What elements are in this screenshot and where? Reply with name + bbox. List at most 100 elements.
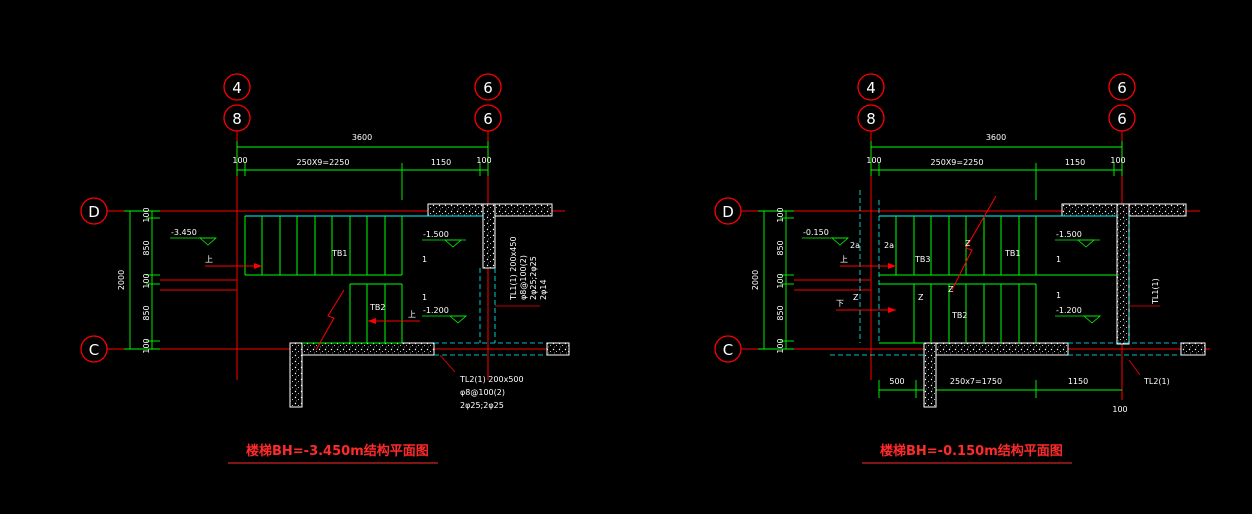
axis-bubble-top-left-outer: 4 bbox=[223, 73, 251, 101]
plan-title-right: 楼梯BH=-0.150m结构平面图 bbox=[880, 443, 1063, 459]
dashed-beam-lines bbox=[434, 268, 547, 356]
svg-text:-1.500: -1.500 bbox=[1056, 230, 1082, 239]
mark-1b: 1 bbox=[1056, 291, 1061, 300]
axis-bubble-side-c: C bbox=[714, 335, 742, 363]
stair-flight-upper bbox=[244, 215, 483, 276]
dim-v-3: 100 bbox=[776, 273, 785, 288]
dim-total: 3600 bbox=[352, 133, 372, 142]
svg-text:8: 8 bbox=[866, 110, 876, 128]
svg-text:φ8@100(2): φ8@100(2) bbox=[460, 388, 505, 397]
svg-text:-0.150: -0.150 bbox=[803, 228, 829, 237]
concrete-walls bbox=[289, 203, 570, 408]
mark-z-3: Z bbox=[965, 239, 971, 248]
dim-bottom-1: 500 bbox=[889, 377, 904, 386]
axis-bubble-side-c: C bbox=[80, 335, 108, 363]
svg-text:-1.500: -1.500 bbox=[423, 230, 449, 239]
dim-bottom-extra: 100 bbox=[1112, 405, 1127, 414]
axis-bubble-side-d: D bbox=[714, 197, 742, 225]
mark-z-2: Z bbox=[918, 293, 924, 302]
dim-bottom-3: 1150 bbox=[1068, 377, 1088, 386]
axis-bubble-top-right-inner: 6 bbox=[1108, 104, 1136, 132]
dim-v-5: 100 bbox=[142, 338, 151, 353]
svg-text:上: 上 bbox=[840, 255, 848, 264]
slab-label-tb2: TB2 bbox=[951, 311, 967, 320]
level-marker-1: -3.450 bbox=[170, 228, 218, 246]
svg-text:C: C bbox=[723, 341, 733, 359]
dim-seg-3: 1150 bbox=[1065, 158, 1085, 167]
dim-v-4: 850 bbox=[776, 305, 785, 320]
dim-total: 3600 bbox=[986, 133, 1006, 142]
beam-note-tl1: TL1(1) 200x450 φ8@100(2) 2φ25;2φ25 2φ14 bbox=[509, 236, 548, 301]
svg-text:TL1(1) 200x450: TL1(1) 200x450 bbox=[509, 236, 518, 301]
svg-text:C: C bbox=[89, 341, 99, 359]
level-marker-3: -1.200 bbox=[422, 306, 468, 324]
dimension-lines bbox=[758, 141, 1123, 398]
dim-seg-1: 100 bbox=[232, 156, 247, 165]
beam-note-tl1: TL1(1) bbox=[1151, 278, 1160, 305]
svg-text:8: 8 bbox=[232, 110, 242, 128]
mark-z-4: Z bbox=[948, 285, 954, 294]
dim-seg-3: 1150 bbox=[431, 158, 451, 167]
level-marker-2: -1.500 bbox=[1055, 230, 1100, 248]
level-marker-1: -0.150 bbox=[802, 228, 850, 246]
break-line bbox=[951, 195, 997, 291]
svg-text:下: 下 bbox=[836, 299, 844, 308]
dim-seg-1: 100 bbox=[866, 156, 881, 165]
leader-tl2 bbox=[439, 354, 456, 373]
svg-text:6: 6 bbox=[1117, 79, 1127, 97]
svg-text:φ8@100(2): φ8@100(2) bbox=[519, 255, 528, 300]
dim-v-2: 850 bbox=[776, 240, 785, 255]
beam-note-tl2: TL2(1) 200x500 φ8@100(2) 2φ25;2φ25 bbox=[459, 375, 524, 410]
svg-text:-3.450: -3.450 bbox=[171, 228, 197, 237]
dim-v-1: 100 bbox=[776, 207, 785, 222]
dim-v-total: 2000 bbox=[117, 270, 126, 290]
dim-v-4: 850 bbox=[142, 305, 151, 320]
leader-tl2 bbox=[1128, 359, 1141, 376]
svg-text:D: D bbox=[88, 203, 100, 221]
dimension-lines bbox=[124, 141, 489, 350]
dim-seg-2: 250X9=2250 bbox=[297, 158, 350, 167]
plan-left: 4 8 6 6 D C bbox=[80, 73, 570, 464]
svg-text:-1.200: -1.200 bbox=[423, 306, 449, 315]
axis-bubble-top-left-inner: 8 bbox=[857, 104, 885, 132]
svg-text:6: 6 bbox=[483, 79, 493, 97]
up-arrow-1: 上 bbox=[205, 255, 262, 269]
break-line bbox=[315, 289, 345, 351]
mark-2a-1: 2a bbox=[850, 241, 860, 250]
level-marker-2: -1.500 bbox=[422, 230, 466, 248]
plan-title-left: 楼梯BH=-3.450m结构平面图 bbox=[246, 443, 429, 459]
slab-label-tb2: TB2 bbox=[369, 303, 385, 312]
axis-bubble-side-d: D bbox=[80, 197, 108, 225]
mark-2: 1 bbox=[422, 293, 427, 302]
dim-seg-4: 100 bbox=[1110, 156, 1125, 165]
svg-text:4: 4 bbox=[866, 79, 876, 97]
mark-1: 1 bbox=[422, 255, 427, 264]
mark-2a-2: 2a bbox=[884, 241, 894, 250]
dim-bottom-2: 250x7=1750 bbox=[950, 377, 1002, 386]
up-arrow: 上 bbox=[840, 255, 896, 269]
svg-text:2φ25;2φ25: 2φ25;2φ25 bbox=[529, 256, 538, 300]
axis-lines bbox=[741, 131, 1210, 400]
svg-text:TL2(1) 200x500: TL2(1) 200x500 bbox=[459, 375, 524, 384]
svg-text:D: D bbox=[722, 203, 734, 221]
dim-v-2: 850 bbox=[142, 240, 151, 255]
plan-right: 4 8 6 6 D C bbox=[714, 73, 1210, 464]
dim-seg-2: 250X9=2250 bbox=[931, 158, 984, 167]
up-arrow-2: 上 bbox=[368, 310, 420, 324]
svg-text:上: 上 bbox=[408, 310, 416, 319]
svg-text:4: 4 bbox=[232, 79, 242, 97]
dim-v-3: 100 bbox=[142, 273, 151, 288]
level-marker-3: -1.200 bbox=[1055, 306, 1102, 324]
svg-text:-1.200: -1.200 bbox=[1056, 306, 1082, 315]
dim-v-1: 100 bbox=[142, 207, 151, 222]
axis-lines bbox=[107, 131, 565, 380]
beam-note-tl2: TL2(1) bbox=[1143, 377, 1170, 386]
axis-bubble-top-left-outer: 4 bbox=[857, 73, 885, 101]
svg-text:2φ14: 2φ14 bbox=[539, 279, 548, 300]
svg-text:上: 上 bbox=[205, 255, 213, 264]
axis-bubble-top-right-outer: 6 bbox=[474, 73, 502, 101]
dim-v-total: 2000 bbox=[751, 270, 760, 290]
dim-seg-4: 100 bbox=[476, 156, 491, 165]
mark-1a: 1 bbox=[1056, 255, 1061, 264]
